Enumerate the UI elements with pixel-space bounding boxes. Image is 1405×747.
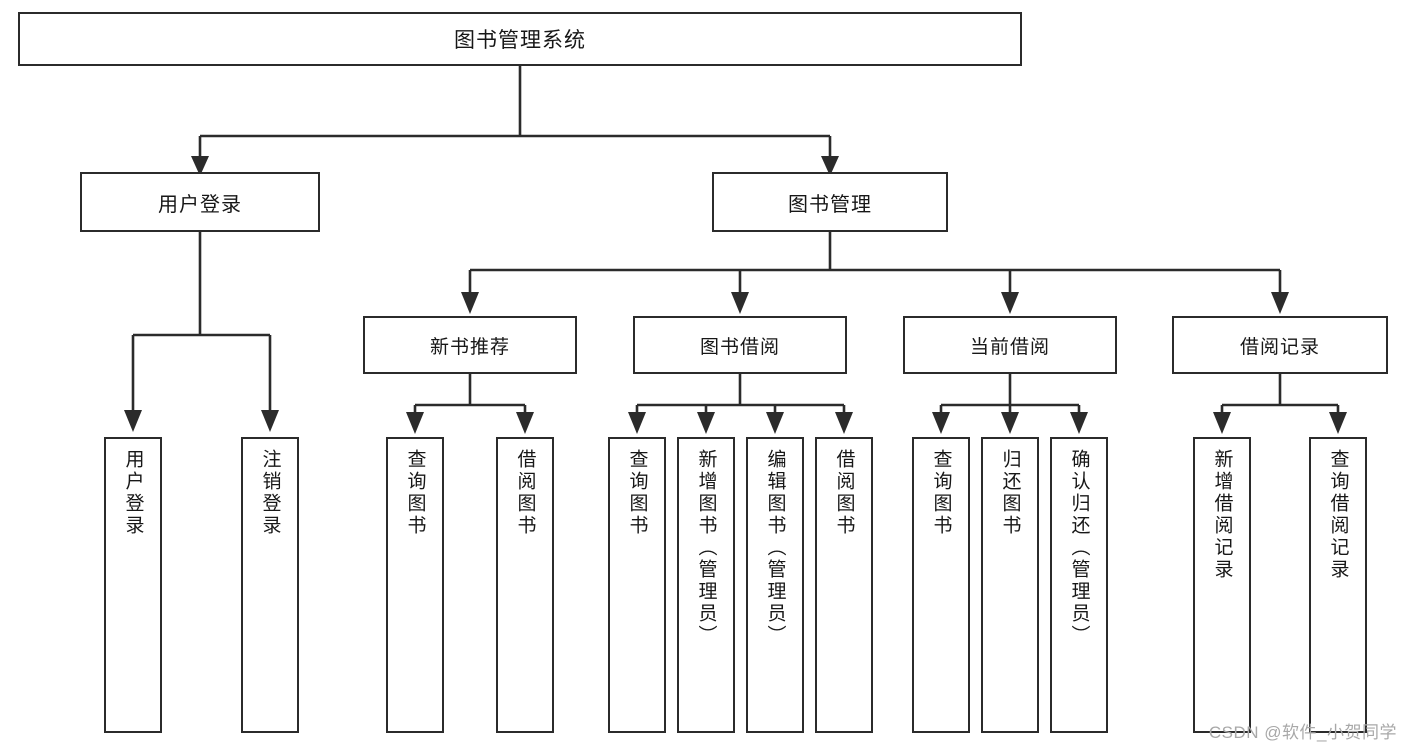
leaf-return-book[interactable]: 归还图书 xyxy=(981,437,1039,733)
leaf-borrow-book-2-label: 借阅图书 xyxy=(833,449,855,537)
leaf-query-book-2-label: 查询图书 xyxy=(626,449,648,537)
connector-root-to-level1 xyxy=(191,66,839,176)
connector-borrowrecord-to-leaves xyxy=(1213,374,1347,434)
leaf-query-record[interactable]: 查询借阅记录 xyxy=(1309,437,1367,733)
connector-userlogin-to-leaves xyxy=(124,232,279,432)
leaf-query-book-3[interactable]: 查询图书 xyxy=(912,437,970,733)
leaf-edit-book[interactable]: 编辑图书（管理员） xyxy=(746,437,804,733)
leaf-user-logout[interactable]: 注销登录 xyxy=(241,437,299,733)
leaf-add-book[interactable]: 新增图书（管理员） xyxy=(677,437,735,733)
leaf-query-book-2[interactable]: 查询图书 xyxy=(608,437,666,733)
leaf-query-book-1-label: 查询图书 xyxy=(404,449,426,537)
node-root[interactable]: 图书管理系统 xyxy=(18,12,1022,66)
leaf-add-book-label: 新增图书（管理员） xyxy=(695,449,717,647)
leaf-borrow-book-1[interactable]: 借阅图书 xyxy=(496,437,554,733)
leaf-user-login-label: 用户登录 xyxy=(122,449,144,537)
node-new-book-recommend[interactable]: 新书推荐 xyxy=(363,316,577,374)
leaf-edit-book-label: 编辑图书（管理员） xyxy=(764,449,786,647)
node-current-borrow[interactable]: 当前借阅 xyxy=(903,316,1117,374)
leaf-query-record-label: 查询借阅记录 xyxy=(1327,449,1349,581)
node-book-manage[interactable]: 图书管理 xyxy=(712,172,948,232)
leaf-user-login[interactable]: 用户登录 xyxy=(104,437,162,733)
leaf-user-logout-label: 注销登录 xyxy=(259,449,281,537)
node-user-login-label: 用户登录 xyxy=(158,193,242,216)
node-current-borrow-label: 当前借阅 xyxy=(969,336,1050,358)
leaf-borrow-book-1-label: 借阅图书 xyxy=(514,449,536,537)
leaf-borrow-book-2[interactable]: 借阅图书 xyxy=(815,437,873,733)
leaf-confirm-return[interactable]: 确认归还（管理员） xyxy=(1050,437,1108,733)
leaf-query-book-3-label: 查询图书 xyxy=(930,449,952,537)
leaf-query-book-1[interactable]: 查询图书 xyxy=(386,437,444,733)
node-user-login[interactable]: 用户登录 xyxy=(80,172,320,232)
csdn-watermark: CSDN @软件_小贺同学 xyxy=(1208,723,1397,742)
node-root-label: 图书管理系统 xyxy=(454,29,586,52)
leaf-add-record[interactable]: 新增借阅记录 xyxy=(1193,437,1251,733)
node-borrow-record-label: 借阅记录 xyxy=(1239,336,1320,358)
node-book-manage-label: 图书管理 xyxy=(788,193,872,216)
leaf-add-record-label: 新增借阅记录 xyxy=(1211,449,1233,581)
connector-bookborrow-to-leaves xyxy=(628,374,853,434)
connector-bookmanage-to-level2 xyxy=(461,232,1289,314)
connector-newbook-to-leaves xyxy=(406,374,534,434)
leaf-confirm-return-label: 确认归还（管理员） xyxy=(1068,449,1090,647)
node-new-book-recommend-label: 新书推荐 xyxy=(429,336,510,358)
node-book-borrow-label: 图书借阅 xyxy=(699,336,780,358)
node-borrow-record[interactable]: 借阅记录 xyxy=(1172,316,1388,374)
node-book-borrow[interactable]: 图书借阅 xyxy=(633,316,847,374)
connector-currentborrow-to-leaves xyxy=(932,374,1088,434)
leaf-return-book-label: 归还图书 xyxy=(999,449,1021,537)
